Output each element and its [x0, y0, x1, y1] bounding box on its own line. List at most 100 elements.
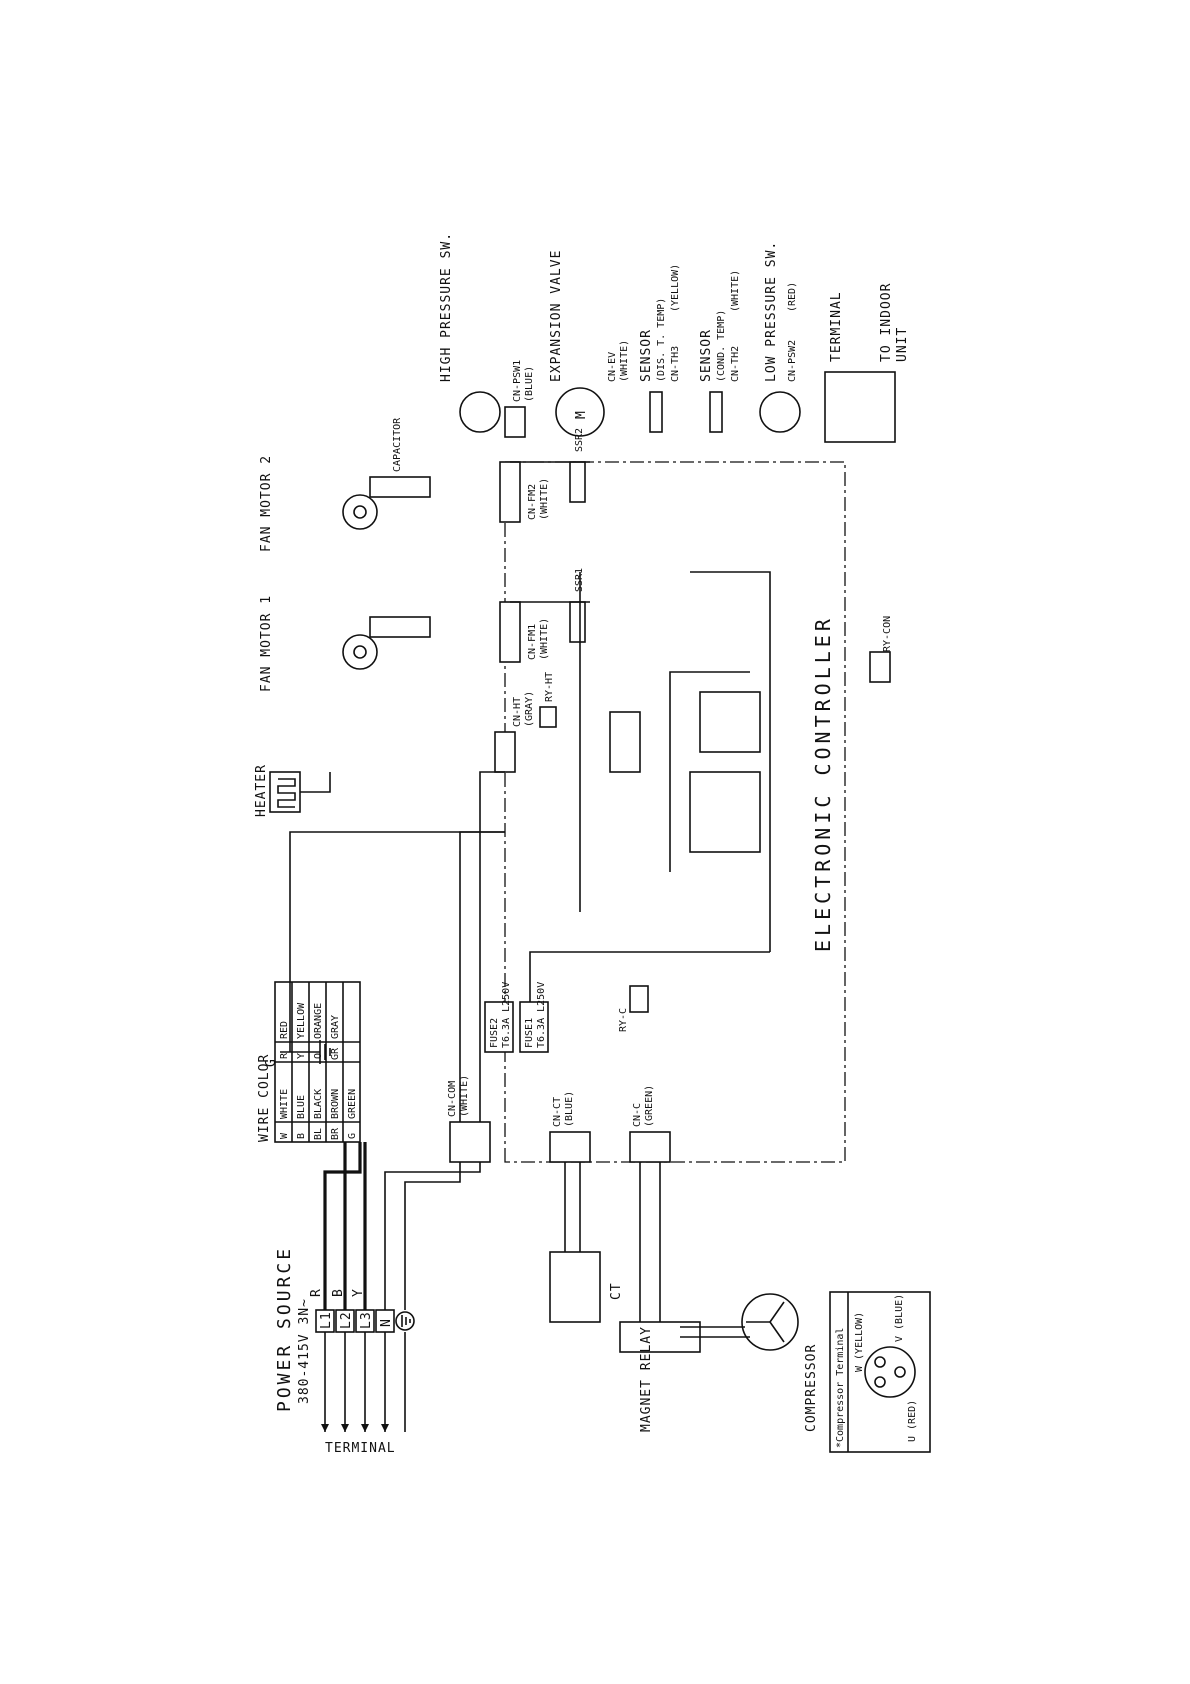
- controller-boundary: [504, 461, 846, 1163]
- cn-ht-connector: [494, 731, 516, 773]
- cn-psw1-connector: [504, 406, 526, 438]
- wire-name-green: GREEN: [347, 1089, 358, 1119]
- cn-ht-color: (GRAY): [524, 691, 535, 727]
- cn-fm1-label: CN-FM1: [527, 624, 538, 660]
- terminal-u-label: U (RED): [907, 1400, 918, 1442]
- ry-con-relay: [869, 651, 891, 683]
- cn-ht-label: CN-HT: [512, 697, 523, 727]
- wire-b-label: B: [331, 1288, 346, 1297]
- lower-connectors: CN-COM (WHITE) FUSE2 T6.3A L250V FUSE1 T…: [447, 982, 671, 1163]
- cn-c-color: (GREEN): [644, 1085, 655, 1127]
- compressor-circuit: CT MAGNET RELAY COMPRESSOR: [549, 1162, 819, 1432]
- cn-psw1-color: (BLUE): [524, 366, 535, 402]
- cn-ct-connector: [549, 1131, 591, 1163]
- ssr1: [569, 601, 586, 643]
- wire-code-br: BR: [330, 1127, 341, 1140]
- wire-name-orange: ORANGE: [313, 1003, 324, 1039]
- heater-block: HEATER CN-HT (GRAY) RY-HT: [254, 672, 557, 817]
- earth-terminal-icon: [395, 1311, 415, 1331]
- capacitor-2: [369, 476, 431, 498]
- wire-code-y: Y: [296, 1053, 307, 1059]
- wire-code-o: O: [313, 1053, 324, 1059]
- compressor-terminal-inset: *Compressor Terminal W (YELLOW) V (BLUE)…: [829, 1291, 931, 1453]
- power-source-title: POWER SOURCE: [274, 1246, 295, 1412]
- wire-code-bl: BL: [313, 1128, 324, 1140]
- sensor-dis-icon: [649, 391, 663, 433]
- cn-c-connector: [629, 1131, 671, 1163]
- mains-wiring: [323, 1142, 481, 1310]
- wiring-diagram: ELECTRONIC CONTROLLER POWER SOURCE 380-4…: [254, 232, 931, 1456]
- cn-th2-label: CN-TH2: [730, 346, 741, 382]
- compressor-label: COMPRESSOR: [804, 1344, 819, 1432]
- wire-name-gray: GRAY: [330, 1015, 341, 1039]
- ground: G: [264, 831, 505, 1067]
- cn-fm1-connector: [499, 601, 521, 663]
- ry-c-relay: [629, 985, 649, 1013]
- compressor-motor-icon: [741, 1293, 799, 1351]
- ry-con-label: RY-CON: [882, 616, 893, 652]
- terminal-v-label: V (BLUE): [894, 1294, 905, 1342]
- terminal-l1-label: L1: [319, 1311, 334, 1329]
- ground-label: G: [264, 1058, 279, 1067]
- wiring-diagram-canvas: ELECTRONIC CONTROLLER POWER SOURCE 380-4…: [250, 212, 940, 1472]
- sensor-cond-sub: (COND. TEMP): [716, 310, 727, 382]
- sensors-and-switches: HIGH PRESSURE SW. CN-PSW1 (BLUE) M EXPAN…: [439, 232, 910, 652]
- capacitor-1: [369, 616, 431, 638]
- wire-color-title: WIRE COLOR: [257, 1054, 272, 1142]
- cn-c-label: CN-C: [632, 1103, 643, 1127]
- cn-psw2-color: (RED): [787, 282, 798, 312]
- high-pressure-switch-icon: [459, 391, 501, 433]
- ssr2-label: SSR2: [574, 428, 585, 452]
- fan-motor-2-icon: [342, 494, 378, 530]
- capacitor-label: CAPACITOR: [392, 417, 403, 472]
- cn-com-color: (WHITE): [459, 1075, 470, 1117]
- rectifier-bridge: [609, 711, 641, 773]
- expansion-valve-icon: [555, 387, 605, 437]
- cn-th3-color: (YELLOW): [670, 264, 681, 312]
- electronic-controller-label: ELECTRONIC CONTROLLER: [811, 615, 835, 952]
- sensor-cond-label: SENSOR: [699, 329, 714, 382]
- cn-com-label: CN-COM: [447, 1081, 458, 1117]
- driver-circuit: [689, 771, 761, 853]
- sensor-dis-label: SENSOR: [639, 329, 654, 382]
- wire-code-b: B: [296, 1133, 307, 1139]
- fuse1-rating: T6.3A L250V: [536, 982, 547, 1048]
- fan-motor-2: CAPACITOR FAN MOTOR 2 CN-FM2 (WHITE) SSR…: [259, 417, 586, 552]
- wire-code-w: W: [279, 1132, 290, 1139]
- ct-label: CT: [609, 1282, 624, 1300]
- fuse2: [484, 1001, 514, 1053]
- ry-ht-relay: [539, 706, 557, 728]
- power-source: POWER SOURCE 380-415V 3N~ L1 L2 L3 N TER…: [274, 1246, 415, 1456]
- cn-ev-label: CN-EV: [607, 352, 618, 382]
- wire-name-yellow: YELLOW: [296, 1002, 307, 1039]
- wire-name-brown: BROWN: [330, 1089, 341, 1119]
- wire-code-gr: GR: [330, 1047, 341, 1060]
- fuse2-rating: T6.3A L250V: [501, 982, 512, 1048]
- cn-fm2-color: (WHITE): [539, 478, 550, 520]
- magnet-relay-label: MAGNET RELAY: [639, 1326, 654, 1432]
- power-source-rating: 380-415V 3N~: [297, 1298, 312, 1404]
- to-indoor-sub: UNIT: [895, 327, 910, 362]
- low-pressure-label: LOW PRESSURE SW.: [764, 241, 779, 382]
- fuse1: [519, 1001, 549, 1053]
- terminal-l3-label: L3: [359, 1311, 374, 1329]
- ry-ht-label: RY-HT: [544, 672, 555, 702]
- motor-symbol: M: [574, 410, 589, 419]
- fan-motor-1: FAN MOTOR 1 CN-FM1 (WHITE) SSR1: [259, 568, 586, 692]
- wire-name-white: WHITE: [279, 1089, 290, 1119]
- cn-psw1-label: CN-PSW1: [512, 360, 523, 402]
- wire-name-black: BLACK: [313, 1089, 324, 1119]
- supply-arrows: [321, 1332, 406, 1432]
- expansion-valve-label: EXPANSION VALVE: [549, 250, 564, 382]
- terminal-label: TERMINAL: [829, 291, 844, 362]
- low-pressure-switch-icon: [759, 391, 801, 433]
- to-indoor-label: TO INDOOR: [879, 283, 894, 362]
- wire-color-table: WIRE COLOR W WHITE R RED B BLUE Y YELLOW…: [257, 981, 361, 1143]
- terminal-l2-label: L2: [339, 1311, 354, 1329]
- terminal-group-label: TERMINAL: [325, 1441, 396, 1456]
- terminal-w-label: W (YELLOW): [854, 1312, 865, 1372]
- sensor-cond-icon: [709, 391, 723, 433]
- wire-name-blue: BLUE: [296, 1095, 307, 1119]
- terminal-n-label: N: [379, 1318, 394, 1327]
- fan-motor-1-icon: [342, 634, 378, 670]
